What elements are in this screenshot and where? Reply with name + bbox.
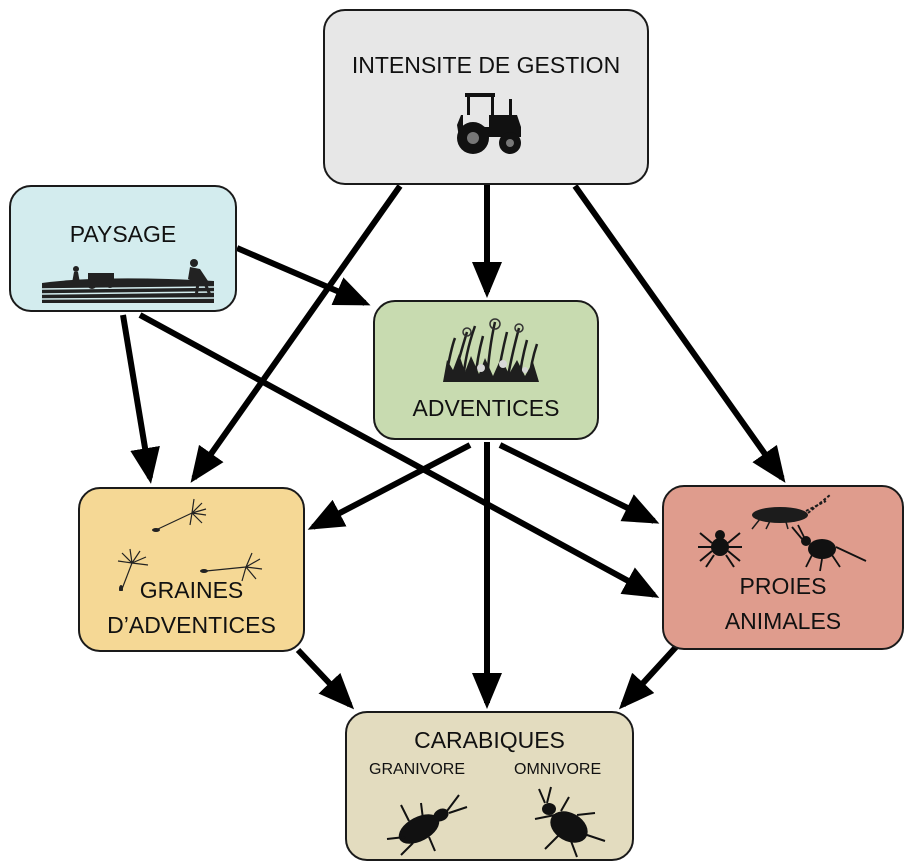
node-adventices-label: ADVENTICES	[412, 395, 560, 421]
weeds-icon	[443, 318, 539, 382]
dandelion-seeds-icon	[117, 498, 263, 591]
node-paysage: PAYSAGE	[9, 185, 237, 312]
arrow-adventices-to-graines	[307, 442, 472, 530]
arrow-gestion-to-graines	[190, 184, 403, 483]
node-proies-label-1: PROIES	[739, 573, 827, 599]
ground-beetle-icon	[386, 794, 468, 856]
arrow-adventices-to-proies	[498, 442, 660, 524]
farm-landscape-icon	[42, 259, 214, 303]
aphid-icon	[791, 524, 867, 572]
arrow-paysage-to-proies	[138, 312, 660, 598]
ground-beetle-icon	[534, 786, 606, 858]
springtail-icon	[698, 494, 867, 572]
node-carabiques-label: CARABIQUES	[414, 727, 565, 753]
node-carabiques: CARABIQUES GRANIVORE OMNIVORE	[345, 711, 634, 861]
arrow-paysage-to-graines	[120, 314, 160, 484]
tractor-icon	[457, 93, 521, 154]
node-graines-label-1: GRAINES	[139, 577, 244, 603]
node-adventices: ADVENTICES	[373, 300, 599, 440]
arrow-proies-to-carabiques	[618, 644, 679, 710]
arrow-paysage-to-adventices	[235, 245, 371, 306]
arrow-gestion-to-proies	[572, 184, 786, 483]
node-graines-label-2: D’ADVENTICES	[107, 612, 276, 638]
node-proies-label-2: ANIMALES	[724, 608, 842, 634]
carabiques-granivore-label: GRANIVORE	[369, 761, 466, 778]
arrow-graines-to-carabiques	[295, 647, 355, 710]
node-gestion: INTENSITE DE GESTION	[323, 9, 649, 185]
node-proies: PROIES ANIMALES	[662, 485, 904, 650]
carabiques-omnivore-label: OMNIVORE	[514, 761, 602, 778]
node-paysage-label: PAYSAGE	[69, 221, 177, 247]
node-graines: GRAINES D’ADVENTICES	[78, 487, 305, 652]
spider-icon	[698, 530, 742, 568]
node-gestion-label: INTENSITE DE GESTION	[351, 52, 621, 78]
